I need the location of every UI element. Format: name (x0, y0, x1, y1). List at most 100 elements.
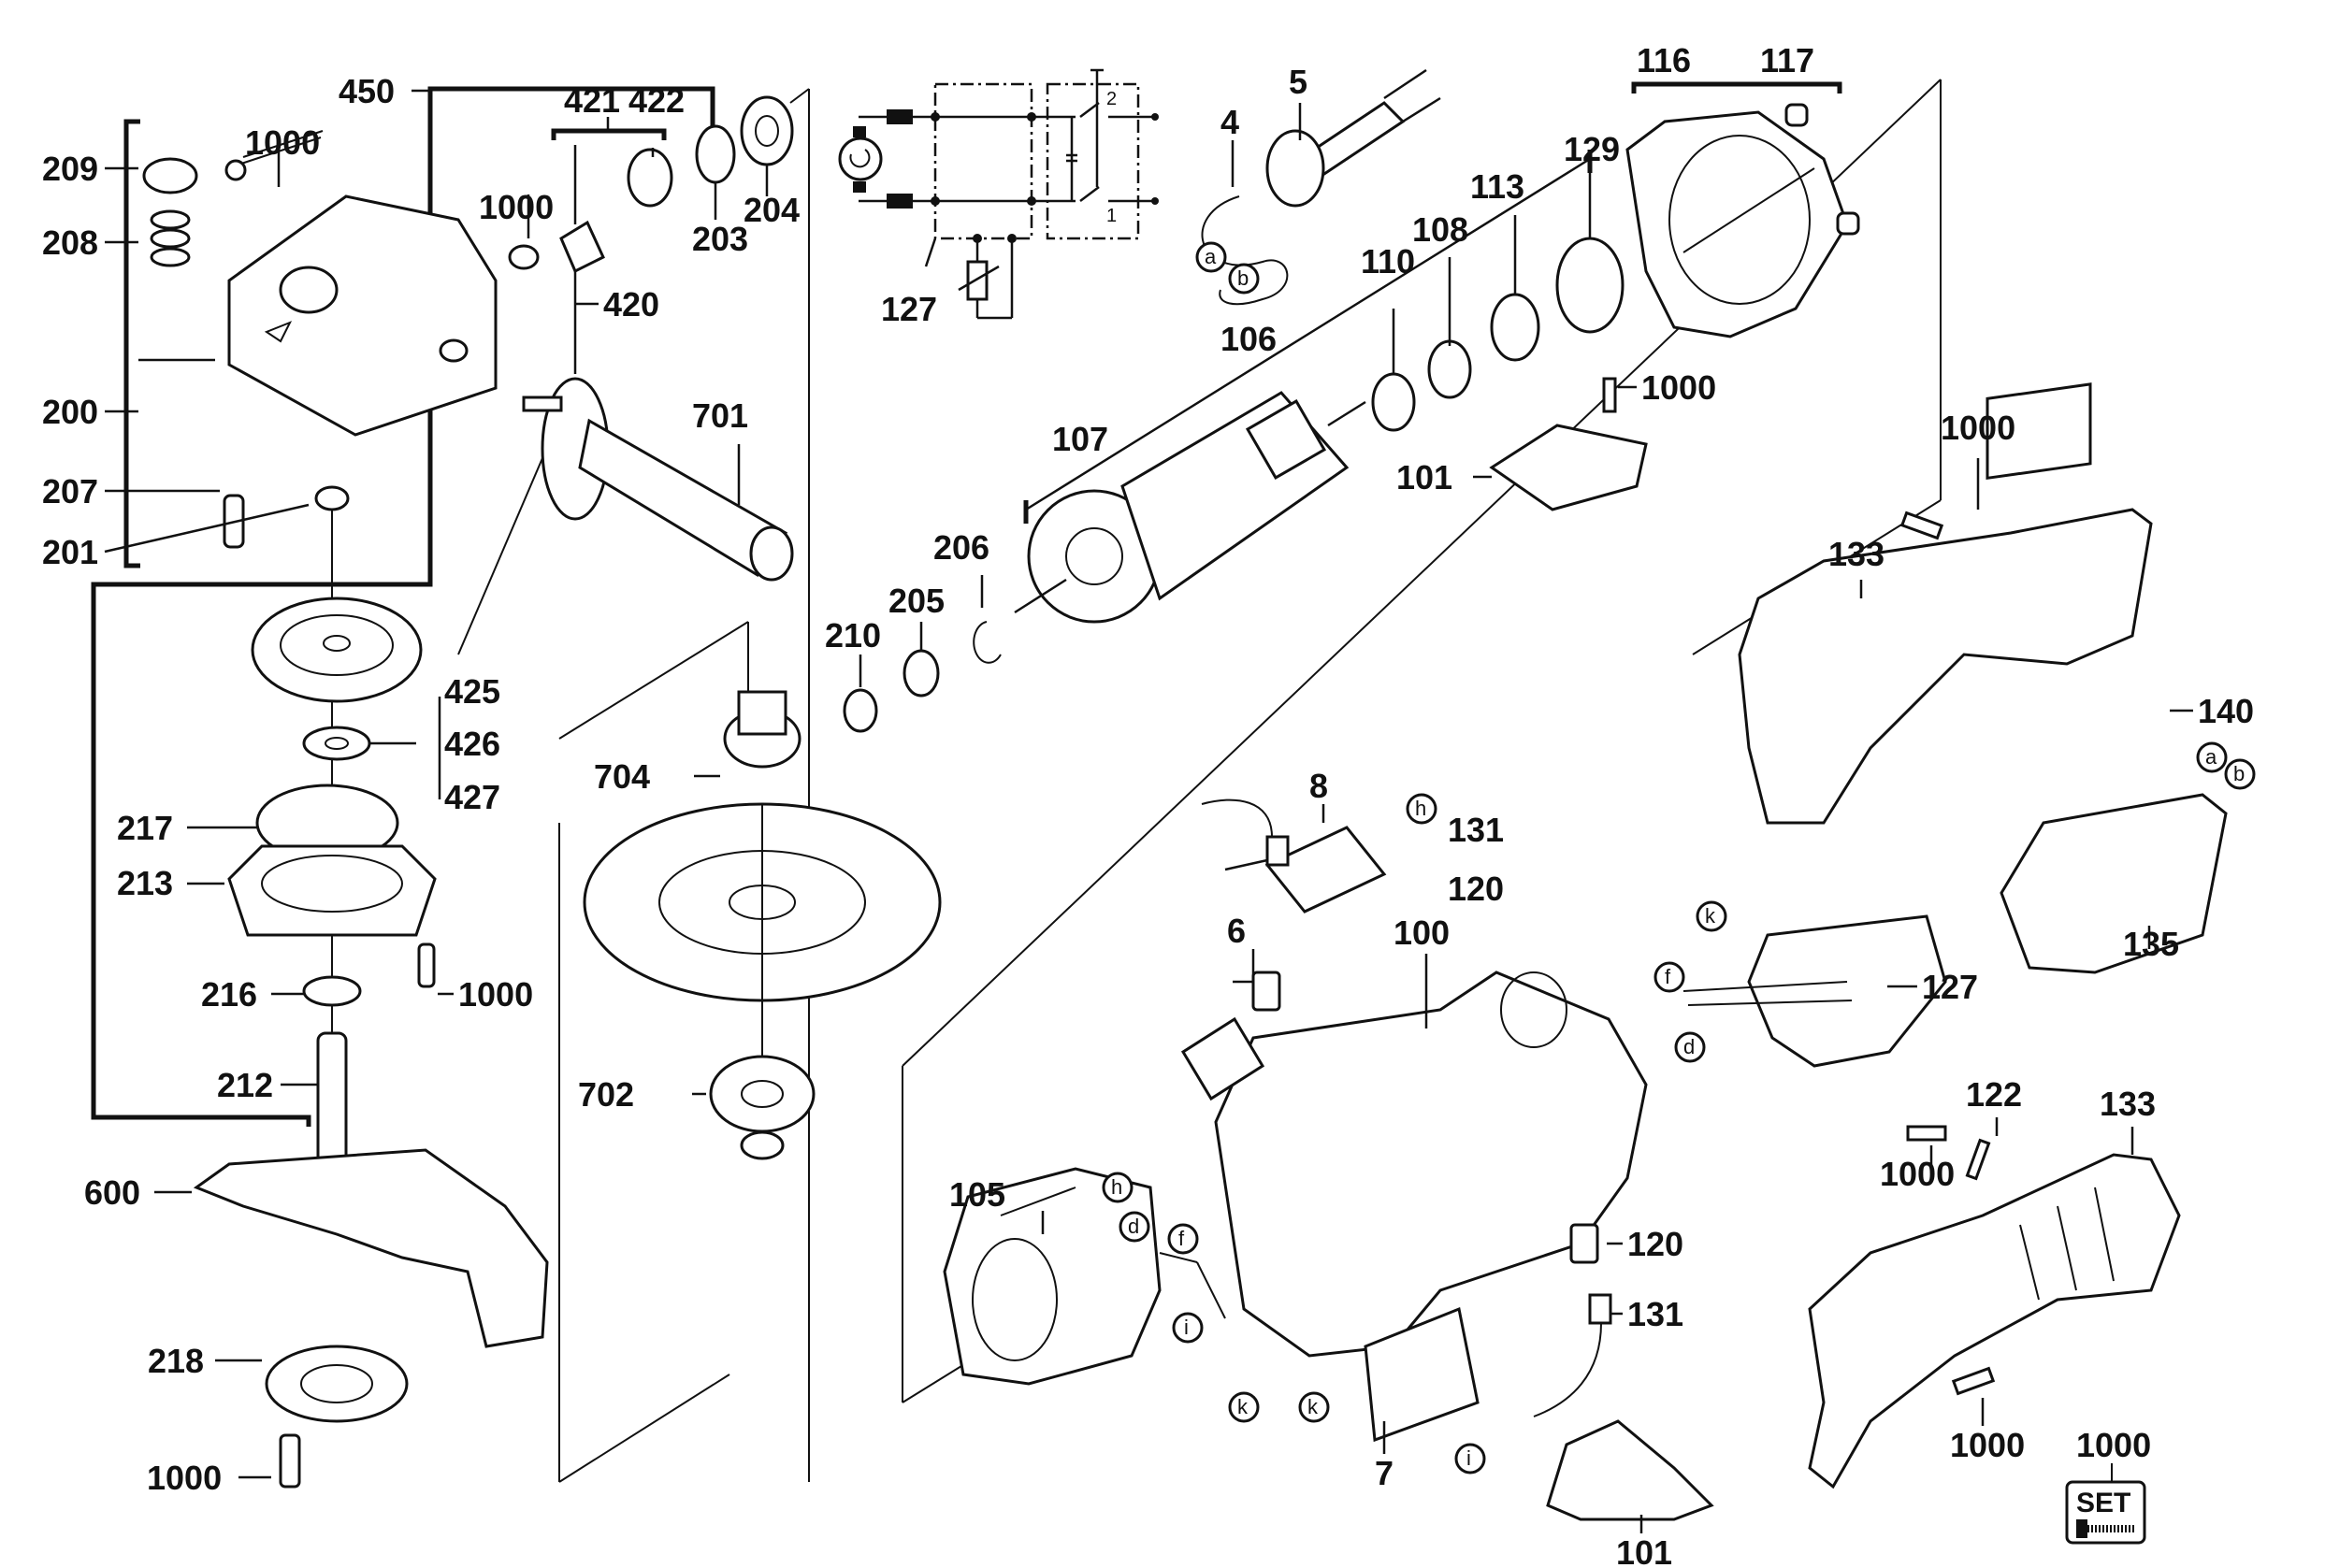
screw-1000 (279, 1433, 301, 1489)
label-704: 704 (594, 757, 650, 796)
connector-131 (1588, 1293, 1612, 1325)
group-200-bracket (123, 119, 140, 568)
label-101-a: 101 (1396, 458, 1452, 496)
label-203: 203 (692, 220, 748, 258)
nut-1000 (508, 244, 540, 270)
label-135: 135 (2123, 925, 2179, 963)
label-205: 205 (888, 582, 945, 620)
side-handle-701 (522, 377, 794, 582)
label-1000-set: 1000 (2076, 1426, 2151, 1464)
label-108: 108 (1412, 210, 1468, 249)
label-1000-d: 1000 (147, 1459, 222, 1497)
label-218: 218 (148, 1342, 204, 1380)
electronics-127 (1747, 914, 1947, 1068)
label-100: 100 (1394, 913, 1450, 952)
svg-text:h: h (1111, 1175, 1122, 1199)
wire-markers: a b a b h k f d h d f i k k i (1102, 241, 2256, 1474)
label-8: 8 (1309, 767, 1328, 805)
label-1000-b: 1000 (479, 188, 554, 226)
marker-a: a (2196, 741, 2228, 773)
label-116: 116 (1637, 41, 1691, 79)
label-209: 209 (42, 150, 98, 188)
switch-pos-2: 2 (1106, 89, 1117, 109)
label-1000-e: 1000 (1641, 368, 1716, 407)
cover-101 (1489, 424, 1648, 511)
label-216: 216 (201, 975, 257, 1014)
label-1000-a: 1000 (245, 123, 320, 162)
label-127-b: 127 (1922, 968, 1978, 1006)
label-217: 217 (117, 809, 173, 847)
gearhead-frame (91, 89, 433, 1127)
marker-b: b (1228, 263, 1260, 295)
connector-131 (1265, 835, 1290, 867)
svg-text:b: b (1237, 266, 1249, 290)
label-6 (1180, 1016, 1265, 1101)
ring-203 (695, 124, 736, 184)
label-450: 450 (339, 72, 395, 110)
pinion-421 (559, 220, 605, 274)
armature-107 (1014, 391, 1366, 624)
circlip-206 (973, 621, 1002, 664)
marker-h: h (1102, 1172, 1134, 1203)
label-120-a: 120 (1448, 870, 1504, 908)
marker-k: k (1228, 1391, 1260, 1423)
label-701: 701 (692, 396, 748, 435)
clip-122 (1965, 1138, 1991, 1181)
marker-d: d (1674, 1031, 1706, 1063)
spring-208 (150, 209, 191, 267)
screw-1000 (242, 130, 324, 158)
svg-text:h: h (1415, 797, 1426, 820)
label-204: 204 (744, 191, 800, 229)
screw-1000 (1602, 377, 1617, 413)
flange-702 (709, 1055, 816, 1133)
pad-140 (1986, 382, 2092, 481)
label-207: 207 (42, 472, 98, 511)
label-131-b: 131 (1627, 1295, 1683, 1333)
bearing-422 (627, 148, 673, 208)
marker-k: k (1696, 900, 1727, 932)
cover-101 (1546, 1419, 1714, 1521)
label-200: 200 (42, 393, 98, 431)
svg-text:k: k (1237, 1395, 1249, 1418)
label-129: 129 (1564, 130, 1620, 168)
washer-216 (302, 975, 362, 1007)
group-116-117-bracket (1631, 81, 1842, 94)
label-107: 107 (1052, 420, 1108, 458)
label-7 (1364, 1306, 1480, 1443)
cap-209 (142, 157, 198, 194)
label-600: 600 (84, 1173, 140, 1212)
label-1000-h: 1000 (1950, 1426, 2025, 1464)
pin-117 (1784, 103, 1809, 127)
label-420: 420 (603, 285, 659, 324)
label-120-b: 120 (1627, 1225, 1683, 1263)
label-101-b: 101 (1616, 1533, 1672, 1568)
svg-text:f: f (1178, 1227, 1185, 1250)
bearing-204 (740, 95, 794, 166)
washer-210 (843, 688, 878, 733)
label-110: 110 (1361, 242, 1415, 281)
screw-1000 (1906, 1125, 1947, 1142)
screw-set-badge: SET (2065, 1480, 2146, 1545)
label-208: 208 (42, 223, 98, 262)
label-212: 212 (217, 1066, 273, 1104)
marker-i: i (1454, 1443, 1486, 1474)
label-213: 213 (117, 864, 173, 902)
label-1000-f: 1000 (1941, 409, 2015, 447)
marker-f: f (1167, 1223, 1199, 1255)
guard-600 (193, 1148, 549, 1348)
svg-text:a: a (1205, 245, 1217, 268)
rear-handle-133 (1808, 1153, 2181, 1489)
svg-text:i: i (1466, 1446, 1471, 1470)
wiring-schematic: 2 1 (838, 68, 1159, 320)
label-140: 140 (2198, 692, 2254, 730)
label-426: 426 (444, 725, 500, 763)
bushing-201 (314, 485, 350, 511)
label-133-b: 133 (2100, 1085, 2156, 1123)
set-badge-text: SET (2076, 1488, 2130, 1518)
label-425: 425 (444, 672, 500, 711)
label-5: 5 (1289, 63, 1307, 101)
label-427: 427 (444, 778, 500, 816)
seal-129 (1555, 237, 1625, 334)
marker-h: h (1406, 793, 1437, 825)
label-133-a: 133 (1828, 535, 1885, 573)
